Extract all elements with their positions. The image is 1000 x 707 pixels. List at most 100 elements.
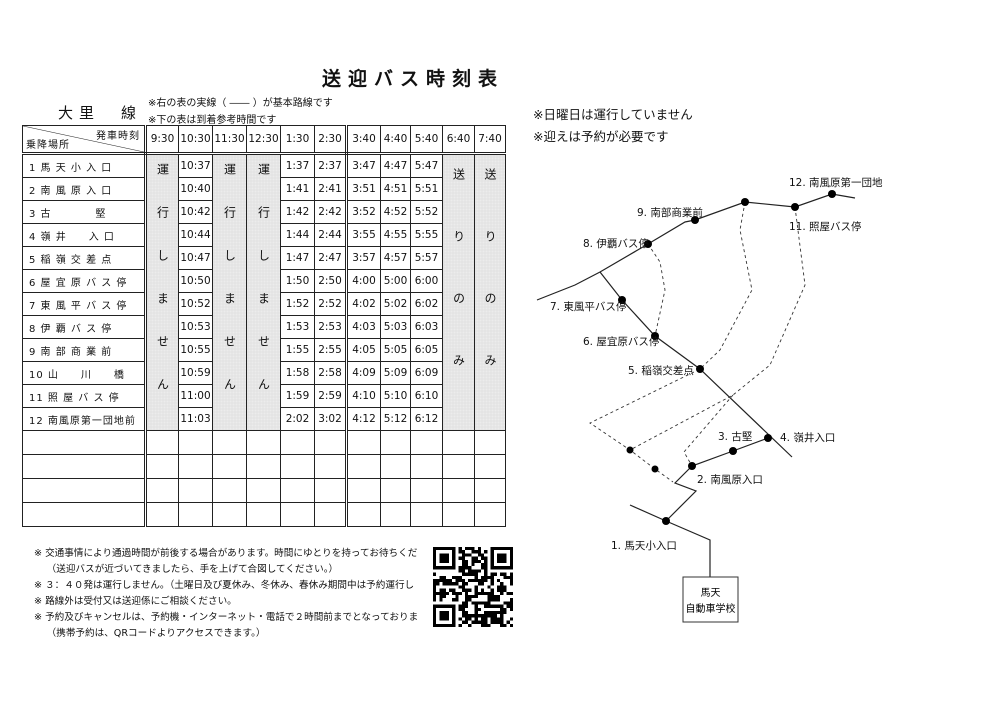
empty-cell — [474, 430, 506, 455]
empty-cell — [410, 478, 443, 503]
time-cell: 4:00 — [346, 269, 381, 293]
time-cell: 2:44 — [314, 223, 348, 247]
stop-name: 9 南 部 商 業 前 — [22, 338, 147, 362]
footnote: （携帯予約は、QRコードよりアクセスできます。） — [34, 628, 266, 639]
empty-cell — [410, 430, 443, 455]
time-cell: 4:10 — [346, 384, 381, 408]
empty-cell — [314, 478, 348, 503]
departure-time-header: 11:30 — [212, 125, 247, 155]
empty-cell — [22, 454, 147, 479]
time-cell: 2:53 — [314, 315, 348, 339]
time-cell: 1:55 — [280, 338, 315, 362]
footnote: （送迎バスが近づいてきましたら、手を上げて合図してください。） — [34, 564, 339, 575]
empty-cell — [212, 430, 247, 455]
departure-time-header: 1:30 — [280, 125, 315, 155]
map-stop-3: 3. 古堅 — [718, 430, 753, 443]
time-cell: 1:41 — [280, 177, 315, 201]
stop-name: 4 嶺 井 入 口 — [22, 223, 147, 247]
stop-name: 1 馬 天 小 入 口 — [22, 153, 147, 178]
time-cell: 11:00 — [178, 384, 213, 408]
time-cell: 4:02 — [346, 292, 381, 316]
time-cell: 2:42 — [314, 200, 348, 224]
time-cell: 10:52 — [178, 292, 213, 316]
departure-time-header: 5:40 — [410, 125, 443, 155]
map-stop-7: 7. 東風平バス停 — [550, 300, 626, 313]
footnote: ※ ３：４０発は運行しません。（土曜日及び夏休み、冬休み、春休み期間中は予約運行… — [34, 580, 415, 591]
empty-cell — [410, 454, 443, 479]
empty-cell — [474, 454, 506, 479]
stop-name: 6 屋 宜 原 バ ス 停 — [22, 269, 147, 293]
time-cell: 6:12 — [410, 407, 443, 431]
time-cell: 4:09 — [346, 361, 381, 385]
departure-time-header: 7:40 — [474, 125, 506, 155]
time-cell: 1:58 — [280, 361, 315, 385]
stop-name: 7 東 風 平 バ ス 停 — [22, 292, 147, 316]
time-cell: 4:57 — [380, 246, 411, 270]
time-cell: 5:51 — [410, 177, 443, 201]
map-stop-1: 1. 馬天小入口 — [611, 540, 677, 552]
drop-off-only-text: 送りのみ — [483, 167, 497, 416]
empty-cell — [280, 502, 315, 527]
corner-cell: 発車時刻 乗降場所 — [22, 125, 147, 155]
time-cell: 5:10 — [380, 384, 411, 408]
time-cell: 1:59 — [280, 384, 315, 408]
departure-time-header: 9:30 — [145, 125, 179, 155]
drop-off-only-cell: 送りのみ — [474, 153, 506, 431]
empty-cell — [246, 430, 281, 455]
drop-off-only-text: 送りのみ — [451, 167, 466, 416]
time-cell: 10:44 — [178, 223, 213, 247]
time-cell: 5:09 — [380, 361, 411, 385]
time-cell: 2:47 — [314, 246, 348, 270]
stop-name: 2 南 風 原 入 口 — [22, 177, 147, 201]
map-stop-5: 5. 稲嶺交差点 — [628, 364, 694, 377]
time-cell: 2:41 — [314, 177, 348, 201]
drop-off-only-cell: 送りのみ — [442, 153, 475, 431]
time-cell: 5:02 — [380, 292, 411, 316]
map-stop-11: 11. 照屋バス停 — [789, 220, 862, 233]
solid-route — [536, 193, 856, 578]
no-service-cell: 運行しません — [145, 153, 179, 431]
departure-time-label: 発車時刻 — [96, 131, 140, 142]
empty-cell — [178, 454, 213, 479]
empty-cell — [212, 454, 247, 479]
empty-cell — [178, 502, 213, 527]
time-cell: 2:59 — [314, 384, 348, 408]
map-stop-6: 6. 屋宜原バス停 — [583, 335, 659, 348]
time-cell: 3:02 — [314, 407, 348, 431]
qr-code[interactable] — [433, 547, 513, 627]
footnote: ※ 路線外は受付又は送迎係にご相談ください。 — [34, 596, 237, 607]
empty-cell — [280, 430, 315, 455]
departure-time-header: 12:30 — [246, 125, 281, 155]
time-cell: 4:03 — [346, 315, 381, 339]
empty-cell — [380, 478, 411, 503]
time-cell: 5:57 — [410, 246, 443, 270]
time-cell: 3:51 — [346, 177, 381, 201]
time-cell: 6:10 — [410, 384, 443, 408]
empty-cell — [246, 454, 281, 479]
empty-row — [22, 430, 506, 455]
time-cell: 3:47 — [346, 153, 381, 178]
empty-cell — [346, 478, 381, 503]
empty-row — [22, 454, 506, 479]
departure-time-header: 2:30 — [314, 125, 348, 155]
no-service-text: 運行しません — [155, 162, 170, 421]
time-cell: 1:52 — [280, 292, 315, 316]
time-cell: 4:55 — [380, 223, 411, 247]
note-solid-line: ※右の表の実線（ ―― ）が基本路線です — [148, 98, 333, 109]
empty-cell — [442, 478, 475, 503]
time-cell: 4:05 — [346, 338, 381, 362]
time-cell: 3:57 — [346, 246, 381, 270]
school-name-2: 自動車学校 — [686, 602, 736, 615]
stop-label: 乗降場所 — [26, 140, 70, 151]
empty-row — [22, 478, 506, 503]
time-cell: 5:12 — [380, 407, 411, 431]
map-stop-8: 8. 伊覇バス停 — [583, 237, 649, 250]
time-cell: 5:00 — [380, 269, 411, 293]
time-cell: 4:51 — [380, 177, 411, 201]
